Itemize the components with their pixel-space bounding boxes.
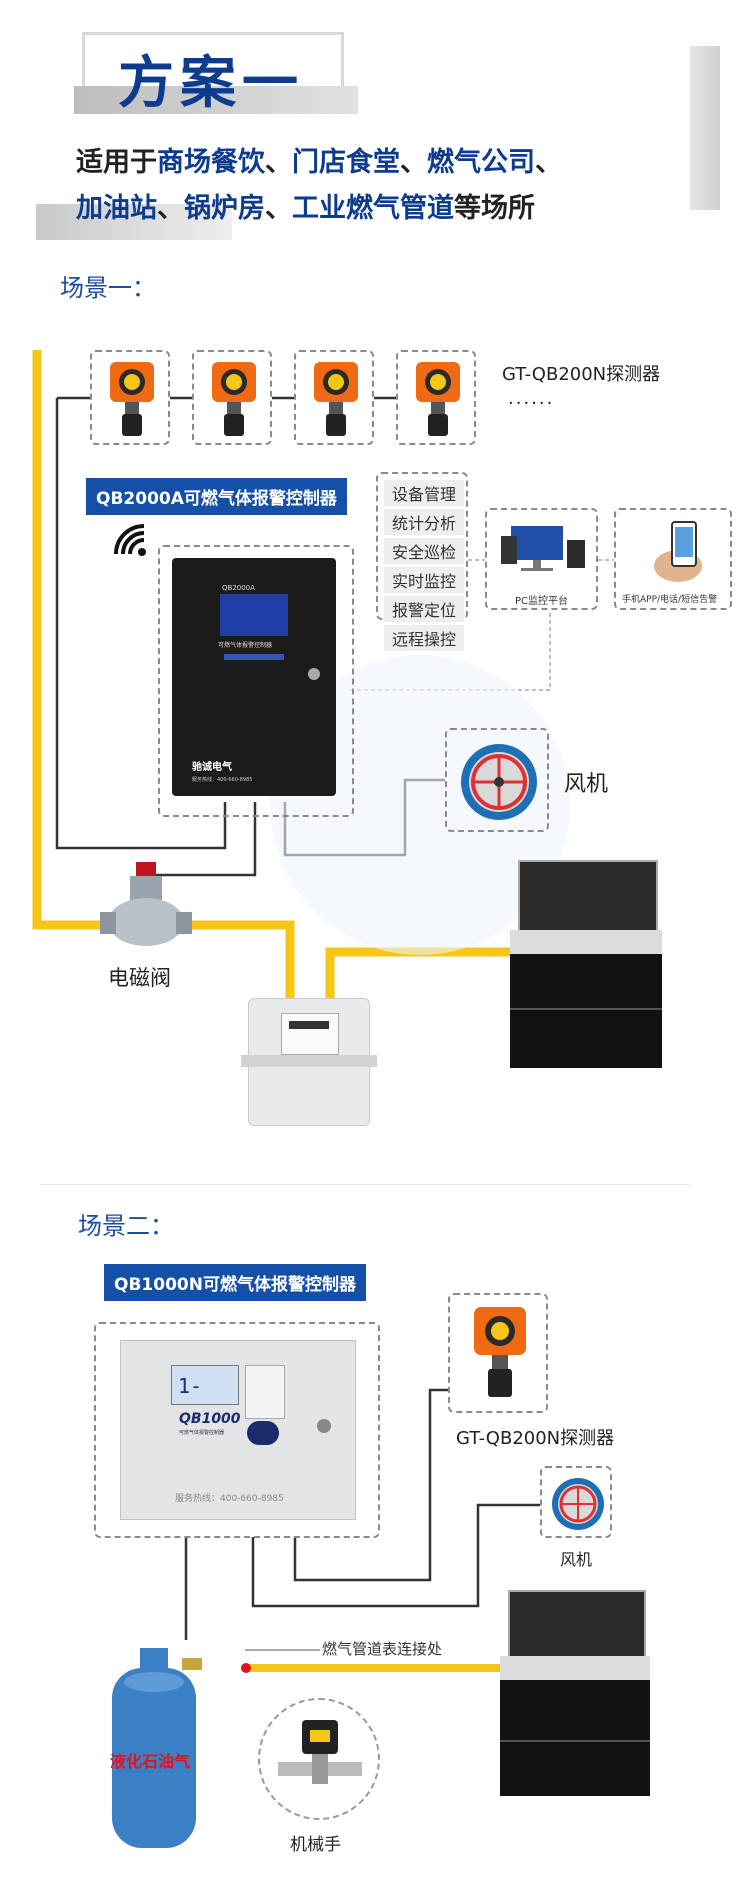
function-item: 远程操控 — [384, 625, 464, 651]
scene1-range-hood-stove — [510, 860, 662, 1076]
pipe-connection-label: 燃气管道表连接处 — [322, 1640, 443, 1658]
qb1000n-controller: 1- 0 QB1000 可燃气体报警控制器 服务热线：400-660-8985 — [120, 1340, 356, 1520]
right-decor-bar — [690, 46, 720, 210]
function-item: 统计分析 — [384, 509, 464, 535]
phone-app: 手机APP/电话/短信告警 — [614, 508, 732, 610]
controller-screen — [220, 594, 288, 636]
solenoid-valve — [96, 860, 196, 960]
scene2-detector — [448, 1293, 548, 1413]
function-item: 实时监控 — [384, 567, 464, 593]
detector-4 — [396, 350, 476, 445]
scene1-ellipsis: ...... — [508, 388, 555, 409]
s2-wire-fan — [251, 1503, 540, 1608]
detector-2 — [192, 350, 272, 445]
scene1-title: 场景一： — [60, 274, 156, 302]
title-underbar — [74, 86, 358, 114]
cloud-watermark — [270, 655, 570, 955]
scene1-fan — [445, 728, 549, 832]
pc-platform: PC监控平台 — [485, 508, 598, 610]
applicable-line-1: 适用于商场餐饮、门店食堂、燃气公司、 — [76, 147, 562, 178]
function-item: 报警定位 — [384, 596, 464, 622]
scene1-fan-label: 风机 — [564, 772, 609, 797]
scene2-fan-label: 风机 — [560, 1550, 593, 1569]
s2-wire-detector — [293, 1388, 448, 1582]
qb2000a-controller: QB2000A 可燃气体报警控制器 驰诚电气 服务热线：400-660-8985 — [172, 558, 336, 796]
applicable-line-2: 加油站、锅炉房、工业燃气管道等场所 — [76, 193, 535, 224]
manipulator-label: 机械手 — [290, 1835, 341, 1855]
function-item: 设备管理 — [384, 480, 464, 506]
scene2-title: 场景二： — [78, 1212, 174, 1240]
lpg-tank: 液化石油气 — [106, 1648, 202, 1856]
manipulator — [258, 1698, 380, 1820]
lock-icon — [317, 1419, 331, 1433]
scene2-controller-frame — [94, 1322, 380, 1538]
gas-meter — [241, 998, 377, 1126]
lock-icon — [308, 668, 320, 680]
scene2-detector-label: GT-QB200N探测器 — [456, 1428, 615, 1449]
scene1-controller-label: QB2000A可燃气体报警控制器 — [86, 478, 347, 515]
pipe-connection-dot — [241, 1663, 251, 1673]
detector-3 — [294, 350, 374, 445]
controller-display: 1- 0 — [171, 1365, 262, 1405]
gas-pipe-stove — [325, 947, 510, 1010]
subtitle-decor-bar — [36, 204, 232, 240]
wifi-icon — [110, 520, 150, 568]
scene2-controller-label: QB1000N可燃气体报警控制器 — [104, 1264, 366, 1301]
tank-label: 液化石油气 — [110, 1752, 191, 1771]
page-title: 方案一 — [118, 50, 304, 116]
scene1-controller-frame — [158, 545, 354, 817]
function-list: 设备管理 统计分析 安全巡检 实时监控 报警定位 远程操控 — [376, 472, 468, 651]
function-item: 安全巡检 — [384, 538, 464, 564]
scene1-detector-label: GT-QB200N探测器 — [502, 364, 661, 385]
section-divider — [40, 1184, 690, 1185]
detector-1 — [90, 350, 170, 445]
applicable-scenarios: 适用于商场餐饮、门店食堂、燃气公司、 加油站、锅炉房、工业燃气管道等场所 — [76, 140, 562, 232]
valve-label: 电磁阀 — [108, 966, 171, 990]
scene2-range-hood-stove — [500, 1590, 650, 1806]
scene2-fan — [540, 1466, 612, 1538]
wire-detectors — [55, 398, 227, 850]
